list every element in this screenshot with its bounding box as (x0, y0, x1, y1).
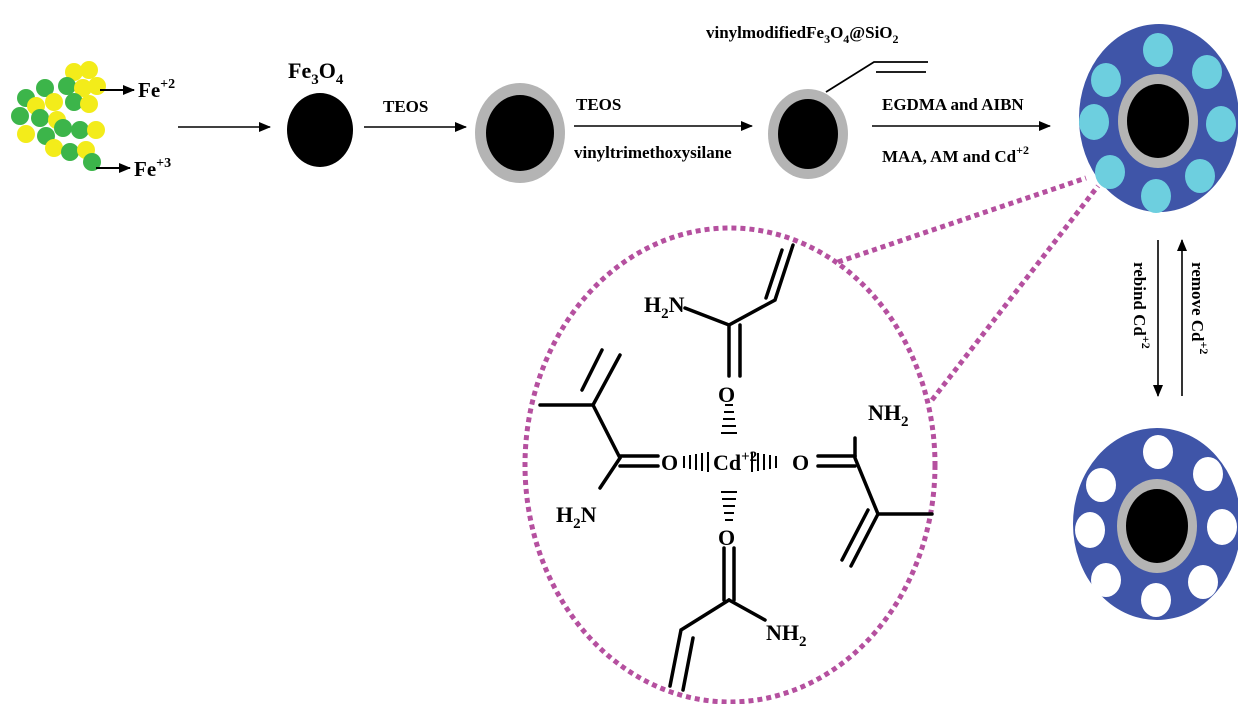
egdma-label: EGDMA and AIBN (882, 95, 1024, 114)
silane-label: vinyltrimethoxysilane (574, 143, 732, 162)
remove-label: remove Cd+2 (1188, 262, 1211, 354)
rebind-label: rebind Cd+2 (1130, 262, 1153, 349)
vinyl-group-line (825, 61, 928, 93)
teos-label-2: TEOS (576, 95, 621, 114)
silica-core (486, 95, 554, 171)
amide-right: NH2 (868, 400, 909, 430)
amide-left: H2N (556, 502, 597, 532)
vinyl-particle-core (778, 99, 838, 169)
fe3-label: Fe+3 (134, 156, 171, 181)
cadmium-center: Cd+2 (713, 449, 757, 475)
oxygen-top: O (718, 382, 735, 407)
fe3o4-label: Fe3O4 (288, 58, 344, 88)
oxygen-bottom: O (718, 525, 735, 550)
oxygen-left: O (661, 450, 678, 475)
amide-top: H2N (644, 292, 685, 322)
fe2-label: Fe+2 (138, 77, 175, 102)
zoom-callout (522, 175, 1100, 704)
oxygen-right: O (792, 450, 809, 475)
maa-label: MAA, AM and Cd+2 (882, 143, 1029, 166)
cd-complex: O O O O Cd+2 H2N H2N NH2 NH2 (538, 243, 934, 692)
amide-bottom: NH2 (766, 620, 807, 650)
removed-template-particle (1073, 428, 1238, 620)
iron-ion-cluster (11, 61, 106, 171)
fe3o4-particle (287, 93, 353, 167)
vinyl-modified-label: vinylmodifiedFe3O4@SiO2 (706, 23, 899, 46)
imprinted-particle (1079, 24, 1238, 213)
teos-label-1: TEOS (383, 97, 428, 116)
